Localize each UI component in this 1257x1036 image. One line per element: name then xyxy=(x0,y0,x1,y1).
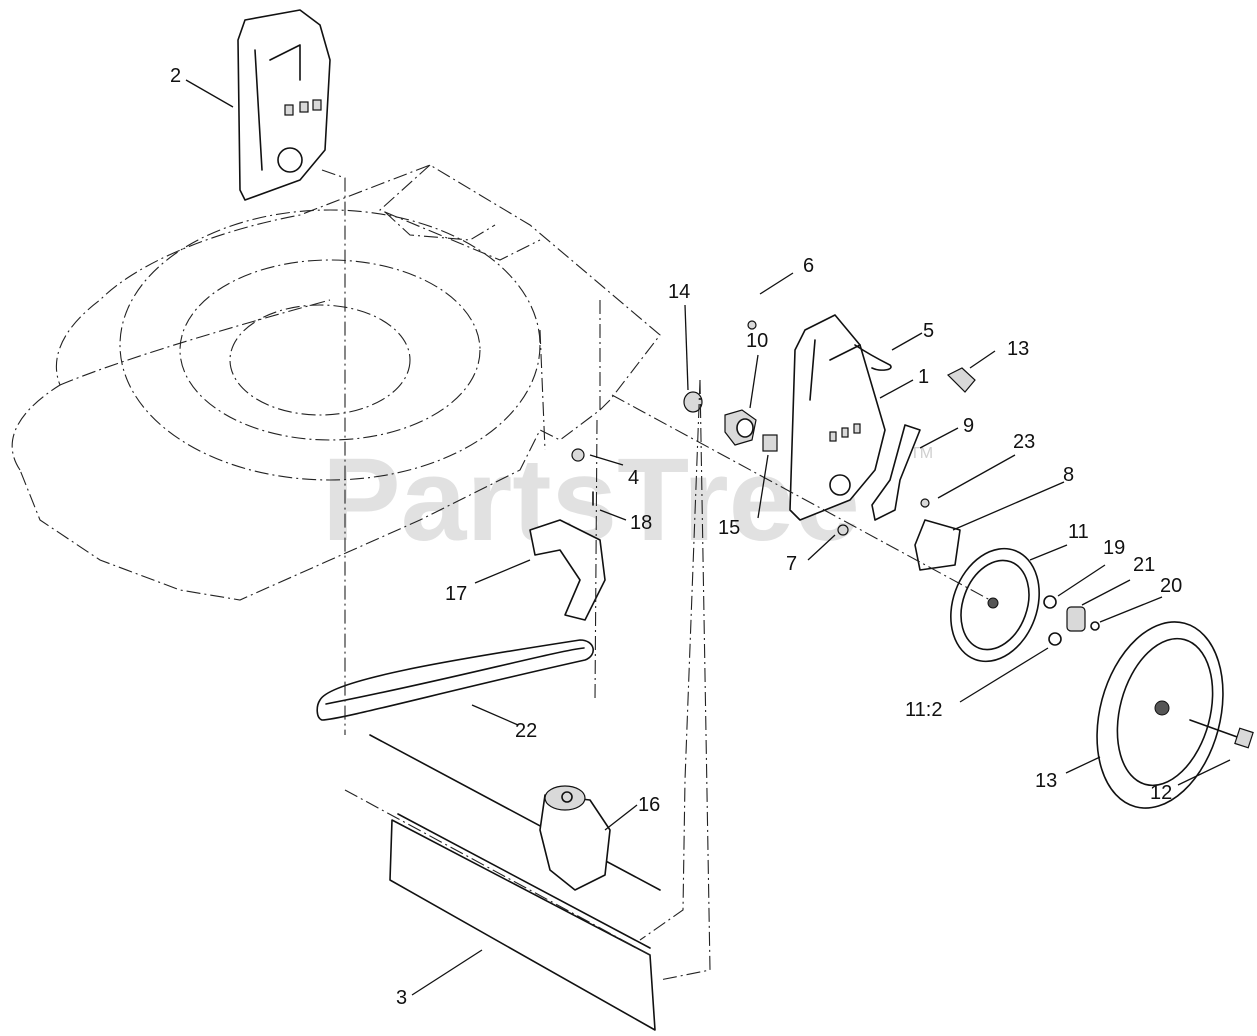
part-24-screw xyxy=(920,498,930,508)
part-10-shoulder-bolt xyxy=(724,409,757,446)
part-17-transmission xyxy=(369,734,661,891)
callout-12: 12 xyxy=(1150,782,1172,804)
part-4-nut xyxy=(571,448,585,462)
part-3-drive-cover xyxy=(389,813,656,1031)
part-5-spring xyxy=(854,344,892,371)
callout-13: 13 xyxy=(1035,770,1057,792)
callout-23: 22 xyxy=(515,720,537,742)
callout-9: 9 xyxy=(963,415,974,437)
part-16-spacer xyxy=(762,434,778,452)
callout-15: 14 xyxy=(668,281,690,303)
part-9-lever xyxy=(871,424,921,521)
part-6-screw xyxy=(747,320,757,330)
assembly-phantom-lines xyxy=(321,169,991,981)
part-11-2-washer xyxy=(1048,632,1062,646)
part-20-washer xyxy=(1043,595,1057,609)
part-8-plate xyxy=(914,519,961,571)
part-1-right-height-bracket xyxy=(789,314,886,521)
callout-2: 2 xyxy=(170,65,181,87)
callout-16: 15 xyxy=(718,517,740,539)
part-18-bracket xyxy=(529,519,606,621)
leader-lines xyxy=(185,79,1231,996)
watermark-trademark: TM xyxy=(910,445,933,462)
callouts: 2 6 14 5 10 13 1 9 23 4 8 18 15 11 19 7 … xyxy=(170,65,1182,1009)
callout-1: 1 xyxy=(918,366,929,388)
part-7-screw xyxy=(837,524,849,536)
part-12-wheel-bolt xyxy=(1189,719,1254,749)
callout-7: 7 xyxy=(786,553,797,575)
callout-14: 13 xyxy=(1007,338,1029,360)
part-15-bushing xyxy=(683,391,703,413)
callout-21: 20 xyxy=(1160,575,1182,597)
part-21-retaining-ring xyxy=(1090,621,1100,631)
mower-deck-phantom xyxy=(11,164,661,601)
callout-3: 3 xyxy=(396,987,407,1009)
callout-17: 16 xyxy=(638,794,660,816)
part-22-pinion-gear xyxy=(1066,606,1086,632)
callout-10: 10 xyxy=(746,330,768,352)
callout-19: 18 xyxy=(630,512,652,534)
callout-4: 4 xyxy=(628,467,639,489)
callout-11-2: 11:2 xyxy=(905,699,942,721)
part-11-drive-pulley xyxy=(950,547,1040,663)
part-23-belt xyxy=(316,639,594,721)
callout-8: 8 xyxy=(1063,464,1074,486)
callout-22: 21 xyxy=(1133,554,1155,576)
callout-5: 5 xyxy=(923,320,934,342)
callout-18: 17 xyxy=(445,583,467,605)
callout-24: 23 xyxy=(1013,431,1035,453)
part-14-knob xyxy=(946,367,976,393)
callout-6: 6 xyxy=(803,255,814,277)
callout-11: 11 xyxy=(1068,521,1089,543)
part-2-left-height-bracket xyxy=(237,9,331,201)
callout-20: 19 xyxy=(1103,537,1125,559)
